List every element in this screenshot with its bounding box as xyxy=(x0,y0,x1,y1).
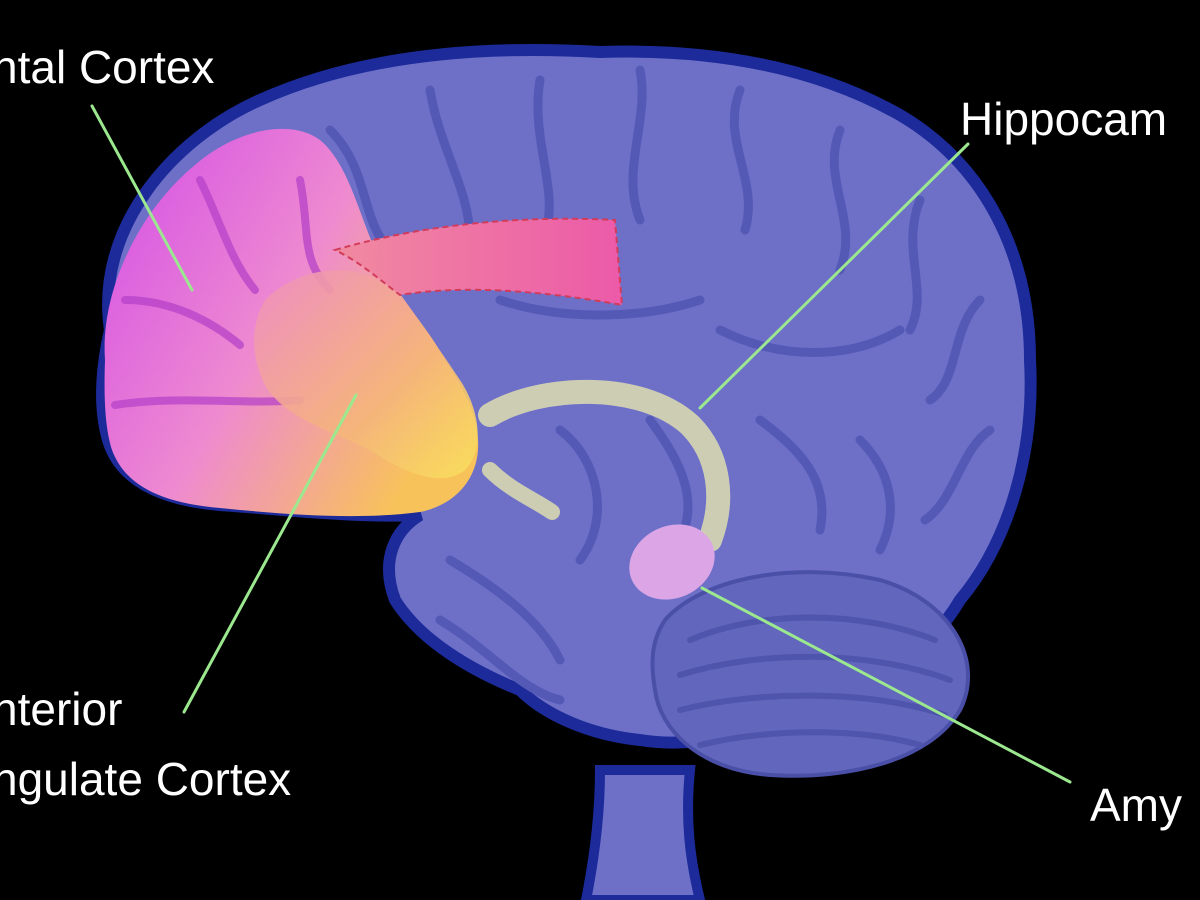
label-hippocampus: Hippocam xyxy=(960,93,1168,145)
callout-lines xyxy=(90,104,1072,784)
label-amygdala: Amy xyxy=(1090,779,1182,831)
amygdala-region xyxy=(629,524,715,600)
callout-line-hippocampus xyxy=(698,142,970,410)
brain-sulci xyxy=(325,65,995,705)
label-prefrontal-cortex: ntal Cortex xyxy=(0,41,215,93)
label-anterior-cingulate-line2: ngulate Cortex xyxy=(0,753,292,805)
label-anterior-cingulate-line1: nterior xyxy=(0,683,123,735)
callout-line-prefrontal xyxy=(90,104,194,292)
callout-line-amygdala xyxy=(700,586,1072,784)
callout-line-acc xyxy=(182,393,358,714)
hippocampus-tail xyxy=(482,462,560,520)
cingulate-arc xyxy=(332,217,624,307)
cerebellum-folds xyxy=(677,614,953,748)
anterior-cingulate-region xyxy=(254,270,478,479)
hippocampus-region xyxy=(478,379,731,552)
brain-stem xyxy=(580,765,706,900)
